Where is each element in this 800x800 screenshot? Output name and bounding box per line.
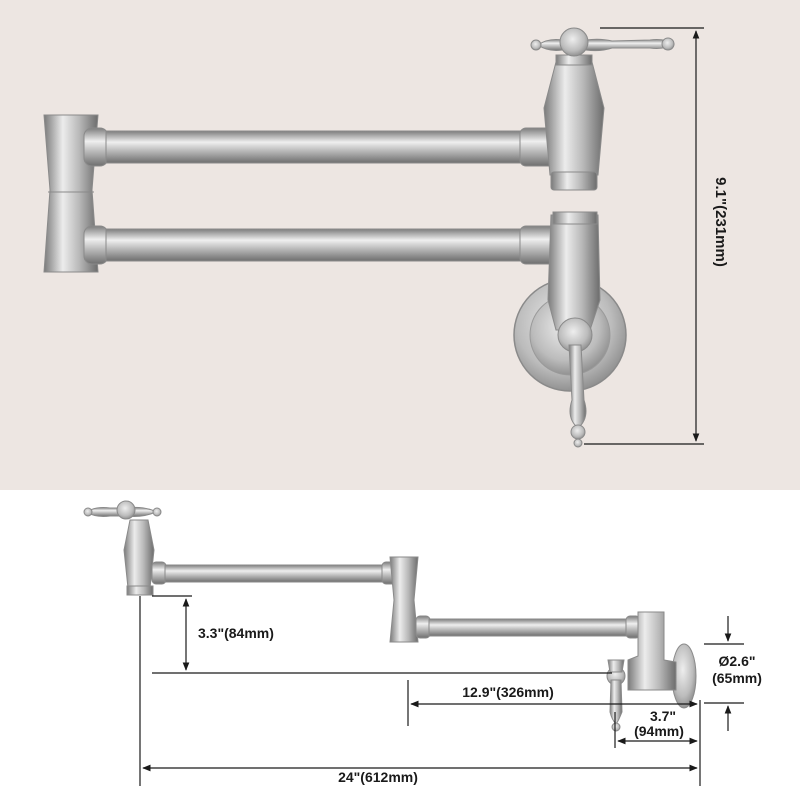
lower-arm xyxy=(83,225,557,265)
spout-reach-label: 12.9"(326mm) xyxy=(462,684,553,700)
total-reach-dimension: 24"(612mm) xyxy=(142,764,698,785)
flange-diameter-dimension: Ø2.6" (65mm) xyxy=(704,616,762,731)
height-dimension: 9.1"(231mm) xyxy=(584,27,729,445)
wall-offset-dimension: 3.7" (94mm) xyxy=(617,708,698,745)
arm-drop-dimension: 3.3"(84mm) xyxy=(152,595,274,671)
flange-diameter-label-line1: Ø2.6" xyxy=(719,653,756,669)
flange-diameter-label-line2: (65mm) xyxy=(712,670,762,686)
faucet-extended-view xyxy=(83,500,697,732)
extended-spout-valve xyxy=(83,500,162,596)
top-lever-handle xyxy=(530,27,675,57)
extended-second-arm xyxy=(415,615,641,639)
extended-wall-valve xyxy=(606,611,697,732)
extended-first-arm xyxy=(151,561,397,585)
wall-offset-label-line2: (94mm) xyxy=(634,723,684,739)
spout-reach-dimension: 12.9"(326mm) xyxy=(410,684,698,708)
spout-valve xyxy=(543,54,605,191)
wall-offset-label-line1: 3.7" xyxy=(650,708,676,724)
upper-arm xyxy=(83,127,557,167)
total-reach-label: 24"(612mm) xyxy=(338,769,418,785)
extended-swivel-joint xyxy=(389,556,419,643)
arm-drop-label: 3.3"(84mm) xyxy=(198,625,274,641)
faucet-large-view xyxy=(43,27,675,448)
wall-lever-handle xyxy=(557,317,593,448)
height-label: 9.1"(231mm) xyxy=(712,177,729,267)
